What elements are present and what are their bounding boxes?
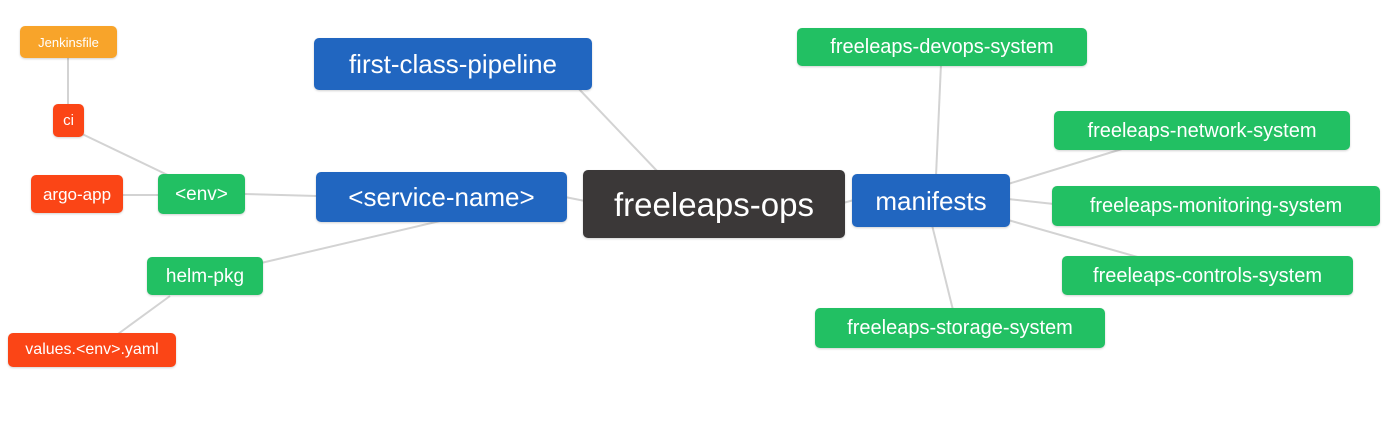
edge-manifests-to-freeleaps-controls-system bbox=[1007, 219, 1142, 259]
edge-manifests-to-freeleaps-storage-system bbox=[931, 224, 954, 311]
edge-helm-pkg-to-service-name bbox=[260, 220, 441, 264]
edge-ci-to-env bbox=[79, 132, 177, 180]
node-freeleaps-monitoring-system[interactable]: freeleaps-monitoring-system bbox=[1052, 186, 1380, 226]
edge-manifests-to-freeleaps-network-system bbox=[1007, 148, 1123, 185]
edge-values-env-yaml-to-helm-pkg bbox=[117, 295, 171, 335]
node-values-env-yaml[interactable]: values.<env>.yaml bbox=[8, 333, 176, 367]
node-freeleaps-devops-system[interactable]: freeleaps-devops-system bbox=[797, 28, 1087, 66]
node-service-name[interactable]: <service-name> bbox=[316, 172, 567, 222]
node-freeleaps-storage-system[interactable]: freeleaps-storage-system bbox=[815, 308, 1105, 348]
edge-env-to-service-name bbox=[243, 193, 318, 197]
edge-manifests-to-freeleaps-devops-system bbox=[935, 63, 942, 177]
edge-manifests-to-freeleaps-monitoring-system bbox=[1007, 198, 1055, 205]
node-env[interactable]: <env> bbox=[158, 174, 245, 214]
edge-service-name-to-freeleaps-ops bbox=[564, 196, 586, 202]
node-jenkinsfile[interactable]: Jenkinsfile bbox=[20, 26, 117, 58]
node-freeleaps-ops[interactable]: freeleaps-ops bbox=[583, 170, 845, 238]
node-freeleaps-controls-system[interactable]: freeleaps-controls-system bbox=[1062, 256, 1353, 295]
node-argo-app[interactable]: argo-app bbox=[31, 175, 123, 213]
node-helm-pkg[interactable]: helm-pkg bbox=[147, 257, 263, 295]
node-first-class-pipeline[interactable]: first-class-pipeline bbox=[314, 38, 592, 90]
edge-first-class-pipeline-to-freeleaps-ops bbox=[577, 87, 659, 173]
node-manifests[interactable]: manifests bbox=[852, 174, 1010, 227]
node-freeleaps-network-system[interactable]: freeleaps-network-system bbox=[1054, 111, 1350, 150]
node-ci[interactable]: ci bbox=[53, 104, 84, 137]
